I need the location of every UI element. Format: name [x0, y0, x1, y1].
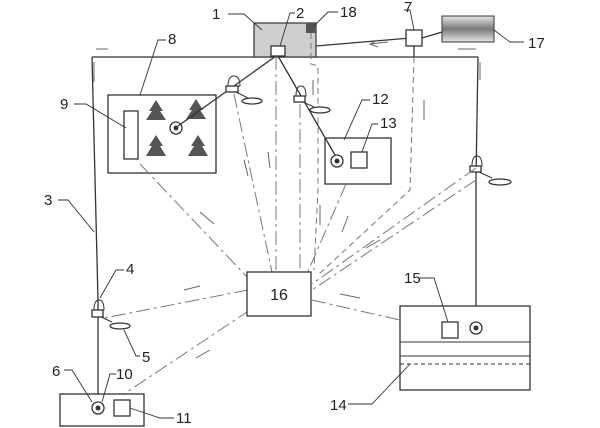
- label-13: 13: [380, 115, 397, 132]
- drone-upper-left: [225, 75, 263, 105]
- label-8: 8: [168, 31, 176, 48]
- label-9: 9: [60, 96, 68, 113]
- center-box-label: 16: [270, 287, 288, 304]
- sensor-18: [306, 23, 316, 33]
- label-10: 10: [116, 366, 133, 383]
- label-2: 2: [296, 5, 304, 22]
- station-14: [399, 305, 531, 391]
- label-17: 17: [528, 35, 545, 52]
- label-11: 11: [176, 410, 192, 427]
- tree-icon: [146, 99, 208, 156]
- label-3: 3: [44, 192, 52, 209]
- control-center-16: 16: [246, 271, 312, 317]
- device-17: [441, 15, 495, 43]
- label-18: 18: [340, 4, 357, 21]
- panel-9: [123, 110, 139, 160]
- label-5: 5: [142, 349, 150, 366]
- area-12: [324, 137, 392, 185]
- device-7: [405, 29, 423, 47]
- device-11: [113, 399, 131, 417]
- label-12: 12: [372, 91, 389, 108]
- leader-lines: [58, 9, 524, 419]
- device-13: [350, 151, 368, 169]
- drone-right: [469, 155, 512, 186]
- label-7: 7: [404, 0, 412, 16]
- port-2: [270, 45, 286, 57]
- number-labels: 1 2 18 7 17 8 9 12 13 3 4 5 6 10 11 15 1…: [44, 0, 545, 427]
- label-15: 15: [404, 270, 421, 287]
- label-1: 1: [212, 6, 220, 23]
- device-15: [441, 321, 459, 339]
- drone-upper-mid: [293, 85, 331, 114]
- area-8: [107, 94, 217, 174]
- drone-left-4: [91, 299, 131, 330]
- label-6: 6: [52, 363, 60, 380]
- label-4: 4: [126, 261, 134, 278]
- station-10: [59, 393, 145, 427]
- label-14: 14: [330, 397, 347, 414]
